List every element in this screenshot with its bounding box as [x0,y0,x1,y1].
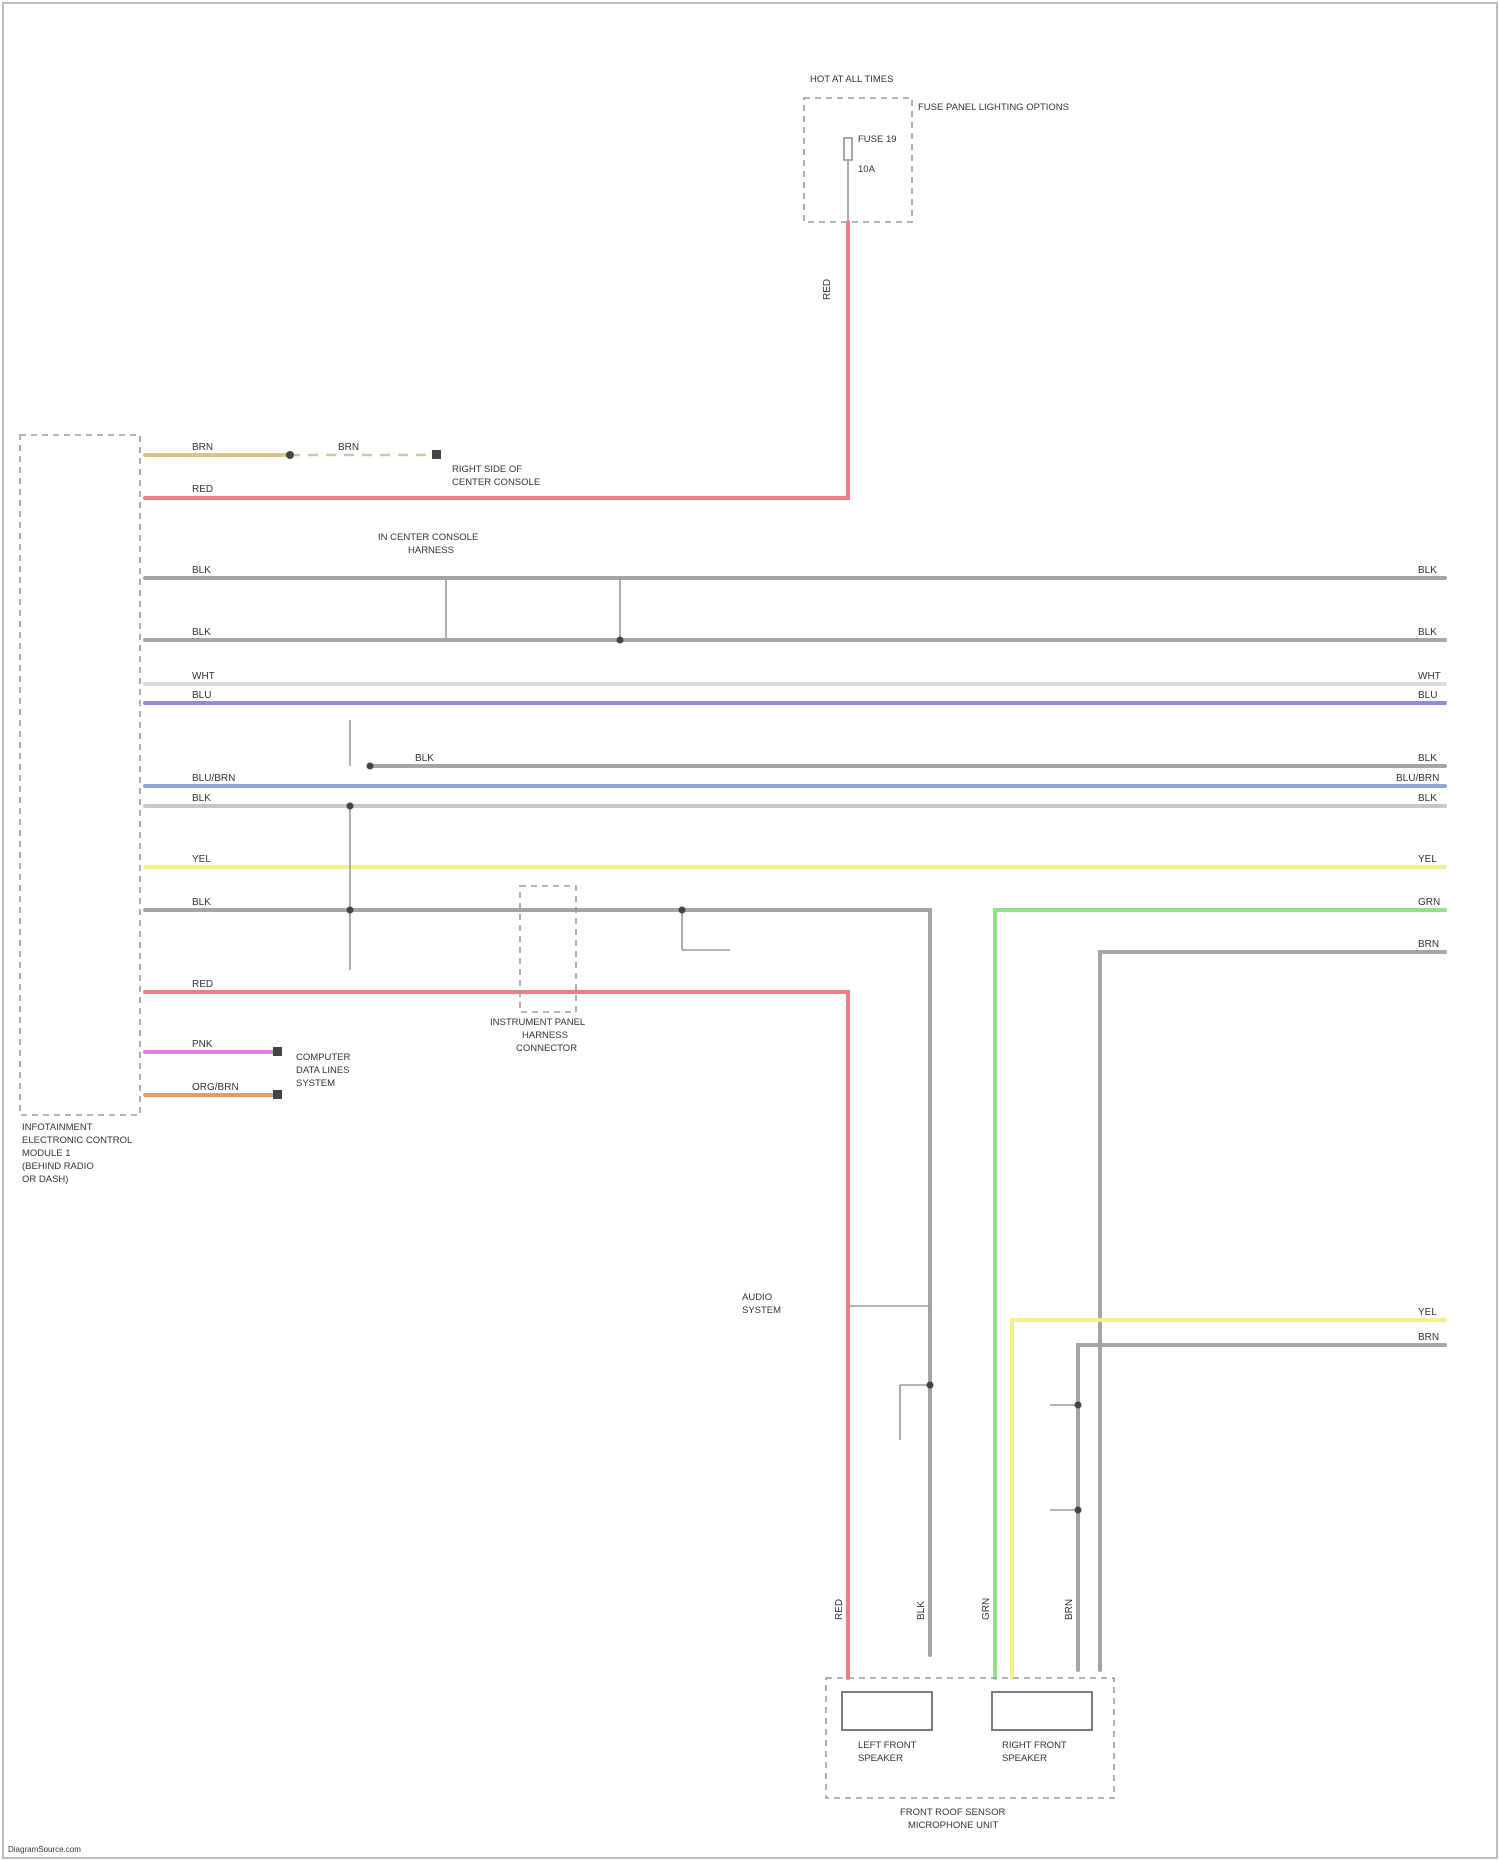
wire-label-bus-4: BLU [192,690,211,701]
left-speaker-label-2: SPEAKER [858,1753,903,1764]
wire-label-right-8: YEL [1418,854,1437,865]
wire-label-right-1: BLK [1418,565,1437,576]
wire-label-drop-green: GRN [981,1598,992,1620]
ground-ref-label-2: CENTER CONSOLE [452,477,540,488]
wire-label-low-orange: ORG/BRN [192,1082,239,1093]
wire-label-bus-6: BLU/BRN [192,773,235,784]
wire-label-feed-1: BRN [192,442,213,453]
audio-ref-label-1: AUDIO [742,1292,772,1303]
speaker-group-label-2: MICROPHONE UNIT [908,1820,998,1831]
wire-label-right-11: YEL [1418,1307,1437,1318]
wire-label-bus-7: BLK [192,793,211,804]
ground-terminal [432,450,441,459]
wire-label-bus-10: RED [192,979,213,990]
wire-label-feed-red: RED [192,484,213,495]
comm-ref-label-2: DATA LINES [296,1065,350,1076]
wire-label-right-5: BLK [1418,753,1437,764]
wire-label-bus-5: BLK [415,753,434,764]
fuse-rating: 10A [858,164,876,175]
speaker-module: LEFT FRONT SPEAKER RIGHT FRONT SPEAKER F… [826,1678,1114,1831]
control-module-label-4: (BEHIND RADIO [22,1161,94,1172]
fuse-name: FUSE 19 [858,134,897,145]
ground-ref-label-1: RIGHT SIDE OF [452,464,522,475]
right-speaker-icon [992,1692,1092,1730]
splice-dot-7 [1075,1402,1082,1409]
wire-label-bus-2: BLK [192,627,211,638]
wire-label-top-red: RED [822,279,833,300]
right-speaker-label-2: SPEAKER [1002,1753,1047,1764]
splice-dot-3 [347,803,354,810]
speaker-group-label-1: FRONT ROOF SENSOR [900,1807,1006,1818]
right-wire-gray [1078,1345,1445,1670]
wire-label-right-3: WHT [1418,671,1441,682]
splice-dot-feed [286,451,294,459]
wire-label-drop-red: RED [834,1599,845,1620]
wire-label-right-2: BLK [1418,627,1437,638]
wire-label-bus-1: BLK [192,565,211,576]
control-module-label-5: OR DASH) [22,1174,68,1185]
fuse-panel-label: FUSE PANEL LIGHTING OPTIONS [918,102,1069,113]
left-speaker-icon [842,1692,932,1730]
control-module-outline [20,435,140,1115]
control-module-label-1: INFOTAINMENT [22,1122,93,1133]
wire-label-bus-9: BLK [192,897,211,908]
fuse-box-title: HOT AT ALL TIMES [810,74,893,85]
wire-label-drop-brown: BRN [1064,1599,1075,1620]
connector-block-label-2: HARNESS [522,1030,568,1041]
left-speaker-label-1: LEFT FRONT [858,1740,917,1751]
wire-label-right-9: GRN [1418,897,1440,908]
wire-label-low-magenta: PNK [192,1039,213,1050]
terminal-orange [273,1090,282,1099]
comm-ref-label-3: SYSTEM [296,1078,335,1089]
footer-source: DiagramSource.com [8,1845,81,1854]
connector-block-label-3: CONNECTOR [516,1043,577,1054]
splice-dot-8 [1075,1507,1082,1514]
fuse-icon [844,138,852,160]
right-wire-green [995,910,1445,1678]
wire-label-bus-8: YEL [192,854,211,865]
wire-label-right-10: BRN [1418,939,1439,950]
wire-label-right-12: BRN [1418,1332,1439,1343]
wire-label-drop-gray: BLK [916,1601,927,1620]
control-module-label-2: ELECTRONIC CONTROL [22,1135,132,1146]
splice-dot-5 [679,907,686,914]
splice-dot-4 [347,907,354,914]
wire-label-right-7: BLK [1418,793,1437,804]
splice-ref-label-2: HARNESS [408,545,454,556]
right-speaker-label-1: RIGHT FRONT [1002,1740,1067,1751]
wire-label-bus-3: WHT [192,671,215,682]
splice-dot-2 [367,763,374,770]
connector-block-label-1: INSTRUMENT PANEL [490,1017,585,1028]
speaker-module-outline [826,1678,1114,1798]
control-module-label-3: MODULE 1 [22,1148,71,1159]
wire-label-right-6: BLU/BRN [1396,773,1439,784]
splice-dot-6 [927,1382,934,1389]
right-wire-brown [1100,952,1445,1670]
fuse-box: HOT AT ALL TIMES FUSE PANEL LIGHTING OPT… [804,74,1069,222]
fuse-box-outline [804,98,912,222]
splice-dot-1 [617,637,624,644]
control-module: INFOTAINMENT ELECTRONIC CONTROL MODULE 1… [20,435,140,1185]
wire-label-feed-2: BRN [338,442,359,453]
splice-ref-label-1: IN CENTER CONSOLE [378,532,478,543]
comm-ref-label-1: COMPUTER [296,1052,351,1063]
audio-ref-label-2: SYSTEM [742,1305,781,1316]
wire-label-right-4: BLU [1418,690,1437,701]
page-border [3,3,1497,1858]
terminal-magenta [273,1047,282,1056]
